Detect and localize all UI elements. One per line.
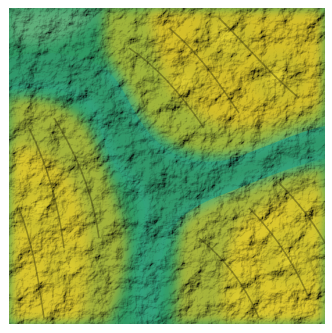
hillshade-overlay <box>9 8 325 324</box>
elevation-map <box>9 8 325 324</box>
terrain-relief <box>9 8 325 324</box>
ridge-shadows <box>18 17 325 319</box>
